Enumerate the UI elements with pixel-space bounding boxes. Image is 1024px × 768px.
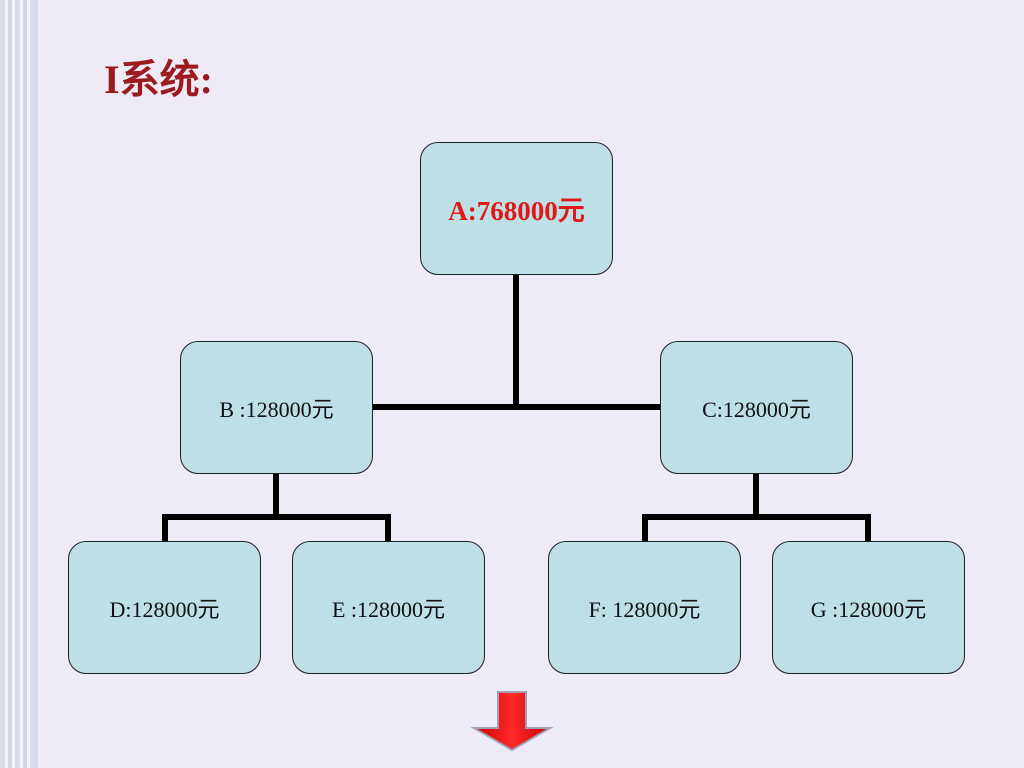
- down-arrow-icon[interactable]: [466, 690, 558, 752]
- node-c: C:128000元: [660, 341, 853, 474]
- node-f-label: F: 128000元: [588, 596, 701, 622]
- node-b: B :128000元: [180, 341, 373, 474]
- node-a: A:768000元: [420, 142, 613, 275]
- node-g: G :128000元: [772, 541, 965, 674]
- node-e-label: E :128000元: [331, 596, 446, 622]
- node-d: D:128000元: [68, 541, 261, 674]
- node-g-label: G :128000元: [810, 596, 927, 622]
- node-f: F: 128000元: [548, 541, 741, 674]
- left-border-decoration: [0, 0, 38, 768]
- node-d-label: D:128000元: [109, 596, 220, 622]
- node-a-label: A:768000元: [448, 196, 585, 226]
- slide-title: I系统:: [104, 57, 213, 102]
- node-e: E :128000元: [292, 541, 485, 674]
- node-c-label: C:128000元: [702, 396, 811, 422]
- node-b-label: B :128000元: [219, 396, 334, 422]
